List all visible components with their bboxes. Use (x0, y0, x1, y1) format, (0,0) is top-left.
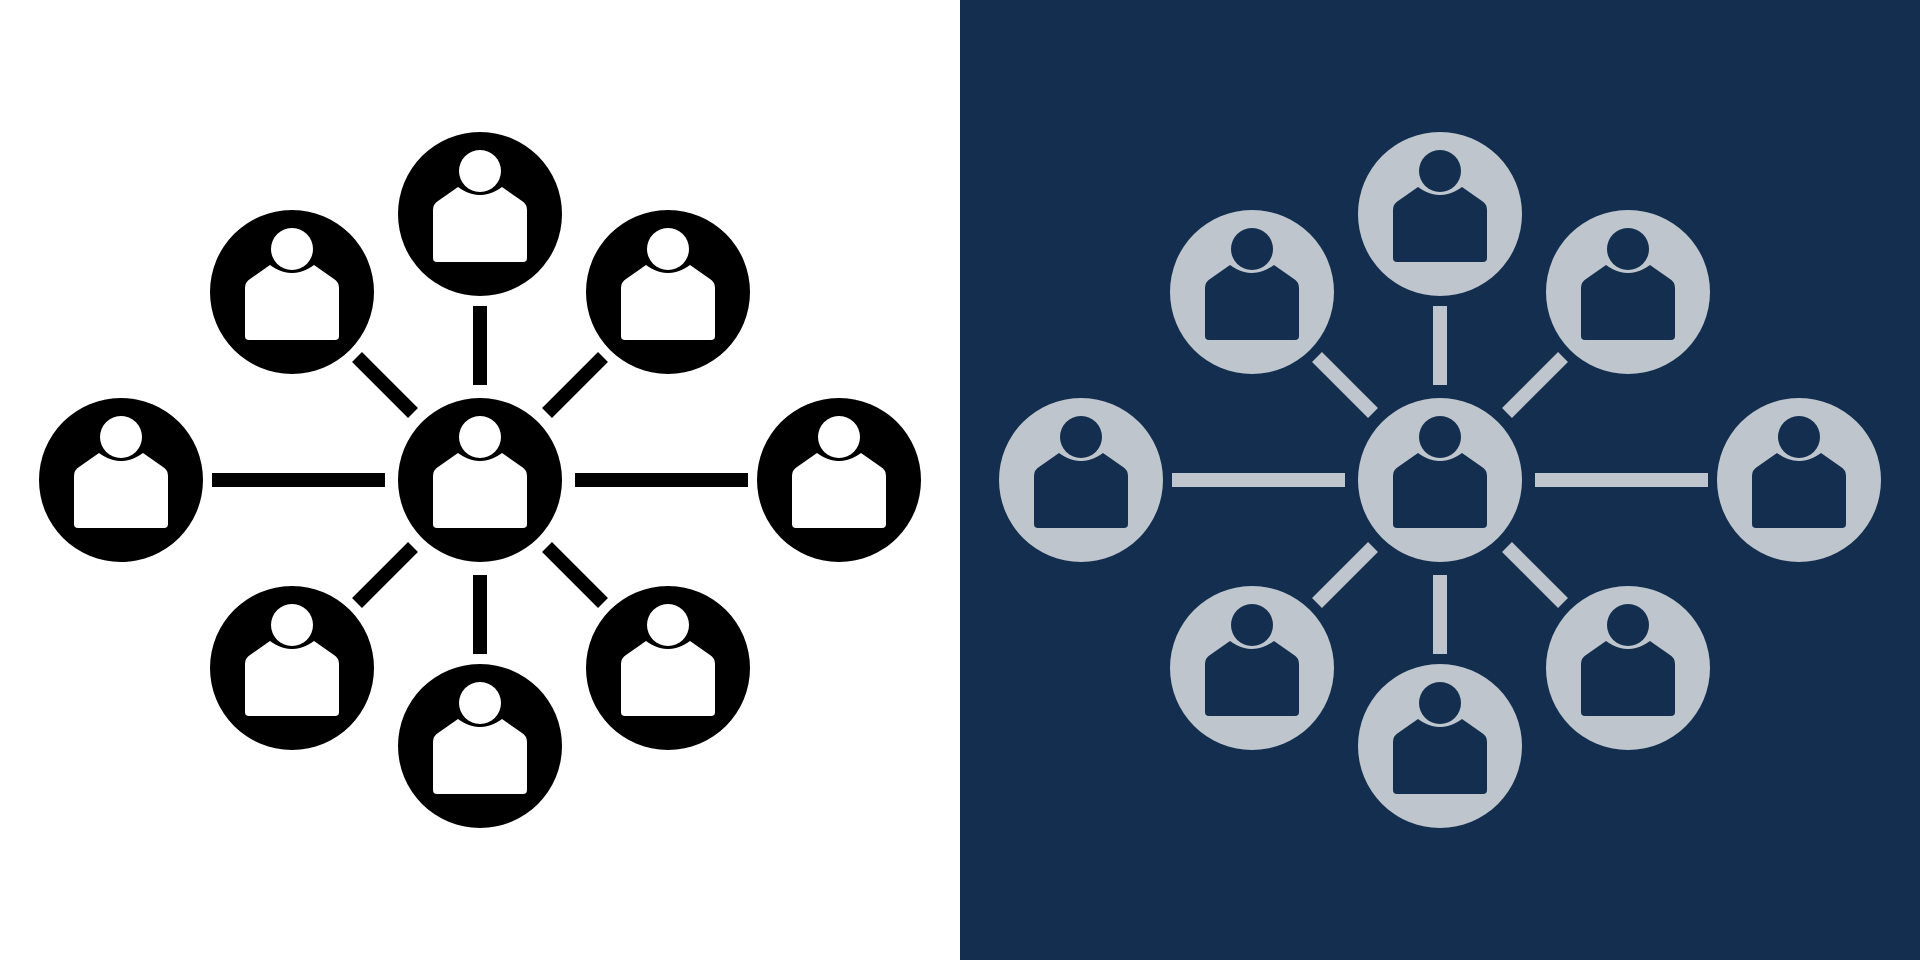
connector-line-bottom-left (352, 542, 418, 608)
hub-user-icon (398, 398, 562, 562)
dark-network-diagram (960, 0, 1920, 960)
user-node-icon-top-left (1170, 210, 1334, 374)
connector-line-bottom-right (1502, 542, 1568, 608)
user-node-icon-bottom-right (1546, 586, 1710, 750)
light-variant-panel (39, 132, 921, 828)
user-node-icon-left (999, 398, 1163, 562)
user-node-icon-right (757, 398, 921, 562)
light-network-diagram (39, 132, 921, 828)
user-node-icon-top-left (210, 210, 374, 374)
hub-user-icon (1358, 398, 1522, 562)
dark-variant-panel (960, 0, 1920, 960)
user-node-icon-top (398, 132, 562, 296)
user-node-icon-left (39, 398, 203, 562)
user-node-icon-top-right (1546, 210, 1710, 374)
connector-line-top-left (352, 352, 418, 418)
connector-line-top-right (1502, 352, 1568, 418)
user-node-icon-top-right (586, 210, 750, 374)
user-node-icon-bottom-right (586, 586, 750, 750)
user-node-icon-bottom-left (210, 586, 374, 750)
connector-line-bottom-right (542, 542, 608, 608)
connector-line-top-right (542, 352, 608, 418)
user-node-icon-right (1717, 398, 1881, 562)
user-node-icon-bottom (398, 664, 562, 828)
connector-line-top-left (1312, 352, 1378, 418)
user-node-icon-bottom-left (1170, 586, 1334, 750)
user-node-icon-top (1358, 132, 1522, 296)
user-node-icon-bottom (1358, 664, 1522, 828)
connector-line-bottom-left (1312, 542, 1378, 608)
